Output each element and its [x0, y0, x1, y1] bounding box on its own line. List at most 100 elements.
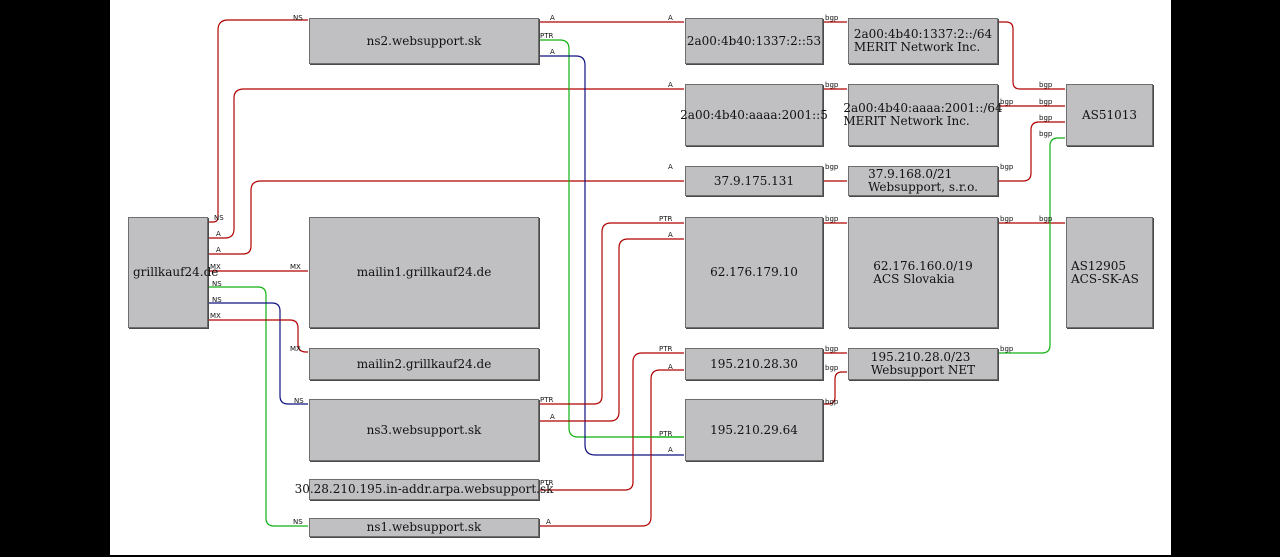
svg-text:bgp: bgp: [1039, 114, 1053, 122]
node-ip6-53[interactable]: 2a00:4b40:1337:2::53: [685, 18, 823, 64]
net-owner: ACS Slovakia: [873, 271, 955, 286]
svg-text:MX: MX: [290, 345, 301, 353]
svg-text:A: A: [668, 163, 673, 171]
svg-text:bgp: bgp: [1000, 163, 1014, 171]
svg-text:NS: NS: [212, 280, 222, 288]
svg-text:MX: MX: [210, 263, 221, 271]
svg-text:A: A: [668, 81, 673, 89]
edge-net23-as: [999, 137, 1065, 354]
svg-text:MX: MX: [210, 312, 221, 320]
edge-ns2-ptr: [540, 39, 684, 438]
svg-text:bgp: bgp: [1039, 215, 1053, 223]
svg-text:NS: NS: [293, 14, 303, 22]
svg-text:NS: NS: [293, 518, 303, 526]
net-prefix: 195.210.28.0/23: [870, 350, 971, 364]
svg-text:bgp: bgp: [1039, 130, 1053, 138]
node-label: AS51013: [1081, 107, 1138, 122]
node-ip-10[interactable]: 62.176.179.10: [685, 217, 823, 328]
node-label: mailin2.grillkauf24.de: [356, 356, 492, 371]
node-grillkauf[interactable]: grillkauf24.de: [128, 217, 218, 328]
svg-text:bgp: bgp: [825, 215, 839, 223]
svg-text:bgp: bgp: [1000, 345, 1014, 353]
edges-layer: NS NS A A MX MX NS NS MX MX NS NS A PTR …: [208, 14, 1065, 527]
edge-grillkauf-ip-131: [208, 180, 684, 255]
node-label: 2a00:4b40:1337:2::53: [686, 33, 822, 48]
net-prefix: 2a00:4b40:1337:2::/64: [853, 27, 993, 41]
svg-text:PTR: PTR: [659, 215, 672, 223]
node-ip6-5[interactable]: 2a00:4b40:aaaa:2001::5: [680, 84, 828, 146]
net-prefix: 37.9.168.0/21: [868, 167, 953, 181]
node-ip-131[interactable]: 37.9.175.131: [685, 166, 823, 196]
svg-text:NS: NS: [214, 214, 224, 222]
node-ns1[interactable]: ns1.websupport.sk: [309, 518, 539, 537]
svg-text:A: A: [550, 14, 555, 22]
svg-text:A: A: [668, 14, 673, 22]
svg-text:bgp: bgp: [825, 163, 839, 171]
edge-net6a-as: [999, 21, 1065, 90]
edge-net21-as: [999, 121, 1065, 182]
svg-text:NS: NS: [294, 397, 304, 405]
edge-ns2-a-blue: [540, 55, 684, 456]
edge-arpa-ptr: [540, 352, 684, 491]
svg-text:MX: MX: [290, 263, 301, 271]
edge-grillkauf-ns2: [208, 19, 308, 223]
svg-text:A: A: [550, 48, 555, 56]
svg-text:bgp: bgp: [1000, 98, 1014, 106]
svg-text:A: A: [546, 518, 551, 526]
net-owner: Websupport, s.r.o.: [868, 180, 978, 194]
node-label: ns3.websupport.sk: [366, 422, 482, 437]
svg-text:bgp: bgp: [825, 398, 839, 406]
svg-text:A: A: [668, 363, 673, 371]
node-arpa[interactable]: 30.28.210.195.in-addr.arpa.websupport.sk: [295, 479, 553, 500]
as-name: ACS-SK-AS: [1071, 271, 1139, 286]
node-mailin1[interactable]: mailin1.grillkauf24.de: [309, 217, 539, 328]
svg-text:bgp: bgp: [825, 14, 839, 22]
node-label: 37.9.175.131: [713, 173, 795, 188]
net-owner: MERIT Network Inc.: [853, 40, 981, 54]
node-ip-30[interactable]: 195.210.28.30: [685, 348, 823, 380]
svg-text:bgp: bgp: [825, 81, 839, 89]
svg-text:NS: NS: [212, 296, 222, 304]
node-label: 195.210.28.30: [710, 356, 798, 371]
node-label: 62.176.179.10: [710, 265, 798, 279]
edge-ip64-net: [824, 371, 847, 405]
node-label: 30.28.210.195.in-addr.arpa.websupport.sk: [294, 482, 554, 496]
svg-text:PTR: PTR: [540, 479, 553, 487]
svg-text:bgp: bgp: [1039, 81, 1053, 89]
net-prefix: 62.176.160.0/19: [873, 258, 973, 273]
svg-text:A: A: [668, 231, 673, 239]
node-ip-64[interactable]: 195.210.29.64: [685, 399, 823, 461]
edge-ns3-a: [540, 238, 684, 422]
edge-ns1-a: [540, 369, 684, 527]
net-prefix: 2a00:4b40:aaaa:2001::/64: [843, 101, 1003, 115]
node-as51013[interactable]: AS51013: [1066, 84, 1153, 146]
node-ns2[interactable]: ns2.websupport.sk: [309, 18, 539, 64]
node-label: ns1.websupport.sk: [366, 520, 482, 534]
svg-text:PTR: PTR: [540, 396, 553, 404]
as-number: AS12905: [1071, 258, 1127, 273]
svg-text:A: A: [668, 446, 673, 454]
svg-text:bgp: bgp: [825, 364, 839, 372]
svg-text:A: A: [216, 230, 221, 238]
edge-grillkauf-ip6-5: [208, 88, 684, 239]
svg-text:bgp: bgp: [825, 345, 839, 353]
node-label: 195.210.29.64: [710, 422, 798, 437]
edge-ns3-ptr: [540, 222, 684, 405]
svg-text:PTR: PTR: [659, 345, 672, 353]
node-mailin2[interactable]: mailin2.grillkauf24.de: [309, 348, 539, 380]
svg-text:A: A: [550, 413, 555, 421]
node-ns3[interactable]: ns3.websupport.sk: [309, 399, 539, 461]
svg-text:bgp: bgp: [1000, 215, 1014, 223]
svg-text:bgp: bgp: [1039, 98, 1053, 106]
edge-grillkauf-mailin2: [208, 319, 308, 353]
net-owner: MERIT Network Inc.: [843, 114, 970, 128]
net-owner: Websupport NET: [870, 363, 976, 377]
node-label: grillkauf24.de: [133, 265, 219, 279]
diagram-canvas: NS NS A A MX MX NS NS MX MX NS NS A PTR …: [110, 0, 1171, 555]
